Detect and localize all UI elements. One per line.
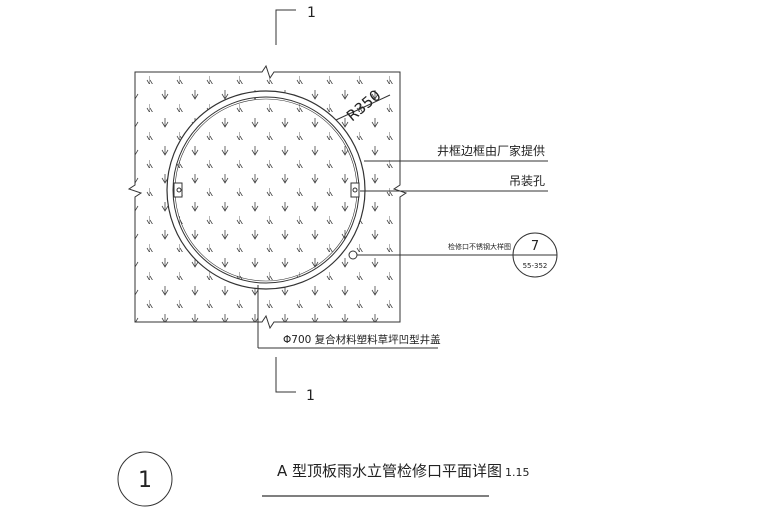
cover-callout: Φ700 复合材料塑料草坪凹型井盖 — [283, 333, 441, 346]
lifting-hole-right — [352, 187, 358, 193]
radius-leader — [335, 94, 391, 121]
title-text: A 型顶板雨水立管检修口平面详图 — [277, 462, 502, 480]
lifting-lug-left — [173, 182, 183, 198]
manhole-cover — [166, 90, 366, 290]
detail-ref-number: 7 — [531, 239, 539, 254]
section-mark-top: 1 — [275, 5, 316, 45]
lifting-hole-left — [176, 187, 182, 193]
svg-text:1: 1 — [306, 388, 315, 404]
drawing-title: 1 A 型顶板雨水立管检修口平面详图 1.15 — [117, 451, 530, 507]
leader-lines — [257, 160, 548, 349]
detail-reference-bubble: 7 55-352 — [512, 232, 558, 278]
frame-callout: 井框边框由厂家提供 — [437, 143, 545, 158]
section-mark-bottom: 1 — [275, 357, 315, 404]
lifting-lug-right — [350, 182, 360, 198]
title-number: 1 — [138, 468, 152, 493]
detail-ref-label: 检修口不锈钢大样图 — [448, 242, 511, 251]
svg-text:1: 1 — [307, 5, 316, 21]
access-fitting — [348, 250, 358, 260]
detail-ref-sheet: 55-352 — [523, 262, 548, 270]
lifting-hole-callout: 吊装孔 — [509, 174, 545, 188]
title-scale: 1.15 — [505, 466, 530, 479]
